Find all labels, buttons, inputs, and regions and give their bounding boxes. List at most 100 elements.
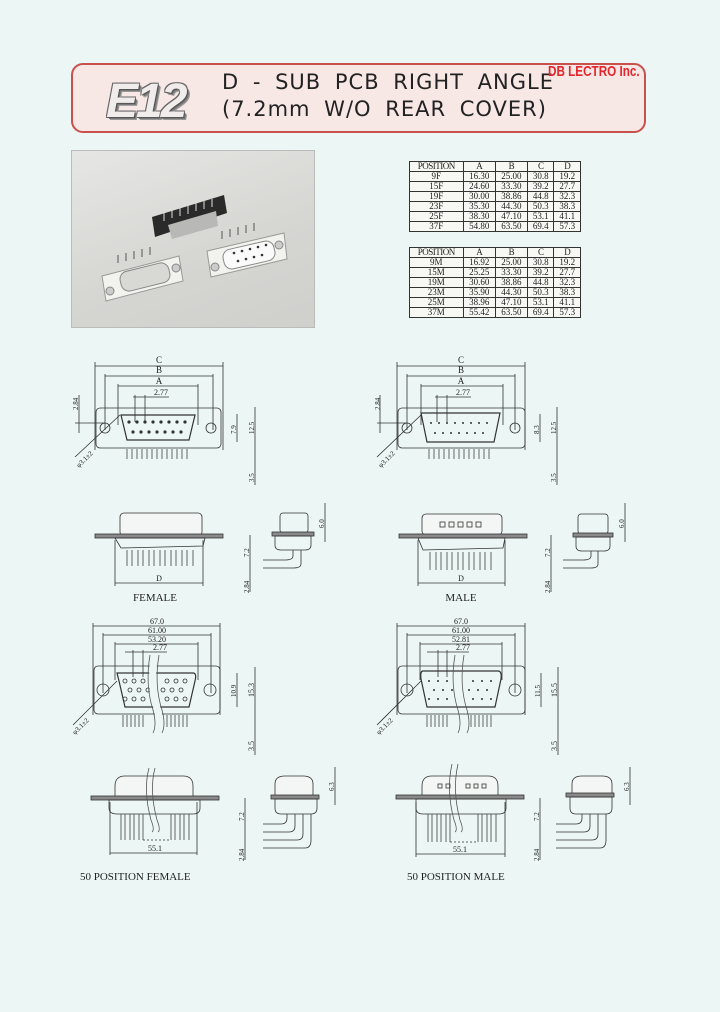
- column-header: B: [494, 247, 529, 258]
- table-cell: 25.00: [494, 257, 529, 268]
- table-cell: 38.3: [553, 201, 581, 212]
- table-cell: 19F: [409, 191, 464, 202]
- table-cell: 38.30: [462, 211, 496, 222]
- dim-pin: 3.5: [247, 741, 256, 751]
- table-cell: 63.50: [494, 307, 529, 318]
- table-cell: 33.30: [494, 181, 529, 192]
- table-cell: 27.7: [553, 267, 581, 278]
- series-code: E12: [106, 75, 187, 128]
- dim-w1: 67.0: [454, 617, 468, 626]
- dim-w3: 52.81: [452, 635, 470, 644]
- caption-50-male: 50 POSITION MALE: [407, 871, 505, 883]
- dim-h2: 7.2: [243, 548, 251, 557]
- dim-pin: 3.5: [550, 741, 559, 751]
- table-cell: 44.8: [527, 191, 555, 202]
- table-cell: 25F: [409, 211, 464, 222]
- dim-h2: 7.2: [544, 548, 552, 557]
- table-cell: 53.1: [527, 211, 555, 222]
- header-banner: [71, 63, 646, 133]
- dim-hole: φ3.1±2: [71, 716, 91, 736]
- table-cell: 53.1: [527, 297, 555, 308]
- column-header: A: [462, 247, 496, 258]
- dim-pitch: 2.77: [456, 643, 470, 652]
- table-cell: 32.3: [553, 277, 581, 288]
- female-side-drawing: D 6.0 7.2 2.84 FEMALE: [94, 503, 326, 604]
- table-cell: 19.2: [553, 171, 581, 182]
- table-cell: 69.4: [527, 307, 555, 318]
- table-cell: 16.92: [462, 257, 496, 268]
- column-header: B: [494, 161, 529, 172]
- table-cell: 30.00: [462, 191, 496, 202]
- dim-h3: 2.84: [533, 848, 541, 861]
- brand-logo: DB LECTRO Inc.: [548, 63, 640, 80]
- table-cell: 30.8: [527, 257, 555, 268]
- dim-C: C: [156, 355, 162, 365]
- table-cell: 25.00: [494, 171, 529, 182]
- dim-outer-h: 15.5: [550, 683, 559, 697]
- column-header: A: [462, 161, 496, 172]
- table-cell: 15F: [409, 181, 464, 192]
- dim-B: B: [458, 365, 464, 375]
- dim-h1: 6.3: [328, 782, 336, 791]
- dim-h3: 2.84: [544, 580, 552, 593]
- table-cell: 38.96: [462, 297, 496, 308]
- table-cell: 30.60: [462, 277, 496, 288]
- female-50-side-drawing: 55.1 6.3 7.2 2.84 50 POSITION FEMALE: [80, 767, 336, 883]
- dim-pitch: 2.77: [153, 643, 167, 652]
- table-cell: 19M: [409, 277, 464, 288]
- dim-pitch: 2.77: [456, 388, 470, 397]
- table-cell: 9M: [409, 257, 464, 268]
- table-cell: 50.3: [527, 201, 555, 212]
- dim-D: 55.1: [453, 845, 467, 854]
- table-cell: 39.2: [527, 181, 555, 192]
- table-cell: 19.2: [553, 257, 581, 268]
- table-cell: 47.10: [494, 211, 529, 222]
- table-cell: 69.4: [527, 221, 555, 232]
- table-cell: 57.3: [553, 307, 581, 318]
- dim-inner-h: 8.3: [533, 425, 541, 434]
- dim-h1: 6.3: [623, 782, 631, 791]
- dim-D: D: [156, 574, 162, 583]
- dim-A: A: [156, 376, 163, 386]
- table-cell: 37F: [409, 221, 464, 232]
- dim-w3: 53.20: [148, 635, 166, 644]
- table-cell: 25M: [409, 297, 464, 308]
- caption-female: FEMALE: [133, 592, 177, 604]
- dim-inner-h: 11.5: [534, 685, 542, 697]
- column-header: C: [527, 161, 555, 172]
- table-cell: 23F: [409, 201, 464, 212]
- dim-outer-h: 15.3: [247, 683, 256, 697]
- table-cell: 41.1: [553, 297, 581, 308]
- column-header: POSITION: [409, 247, 464, 258]
- table-cell: 15M: [409, 267, 464, 278]
- table-cell: 41.1: [553, 211, 581, 222]
- dim-outer-h: 12.5: [550, 421, 558, 434]
- table-cell: 35.90: [462, 287, 496, 298]
- title-line-1: D - SUB PCB RIGHT ANGLE: [222, 70, 554, 94]
- dim-pin: 3.5: [248, 473, 256, 482]
- male-front-drawing: C B A 2.77 2.84 φ3.1±2 8.3 12.5 3.5: [374, 355, 558, 485]
- dim-D: 55.1: [148, 844, 162, 853]
- dim-hole: φ3.1±2: [75, 449, 95, 469]
- table-cell: 57.3: [553, 221, 581, 232]
- caption-male: MALE: [445, 592, 476, 604]
- dim-pin: 3.5: [550, 473, 558, 482]
- table-cell: 33.30: [494, 267, 529, 278]
- dim-top: 2.84: [72, 397, 80, 410]
- table-cell: 35.30: [462, 201, 496, 212]
- table-cell: 25.25: [462, 267, 496, 278]
- male-50-side-drawing: 55.1 6.3 7.2 2.84 50 POSITION MALE: [395, 763, 631, 883]
- table-cell: 54.80: [462, 221, 496, 232]
- dim-top: 2.84: [374, 397, 382, 410]
- dim-hole: φ3.1±2: [377, 449, 397, 469]
- dim-w1: 67.0: [150, 617, 164, 626]
- dim-B: B: [156, 365, 162, 375]
